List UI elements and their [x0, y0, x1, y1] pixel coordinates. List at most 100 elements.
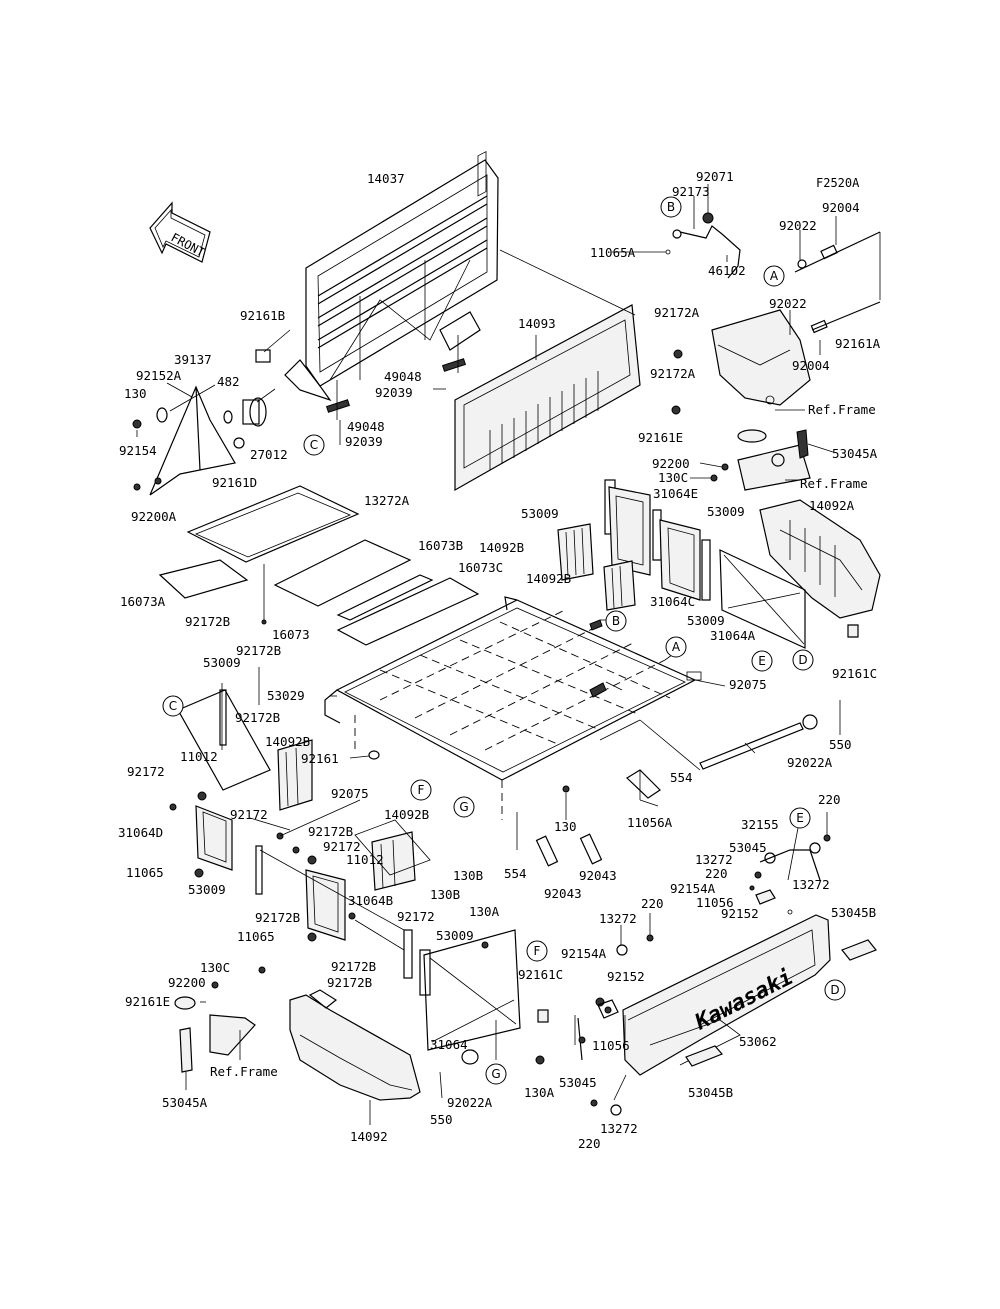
- callout-F-mid: F: [410, 779, 432, 801]
- side-cover-14092: [289, 989, 421, 1125]
- part-label: 92161E: [125, 994, 170, 1009]
- part-label: 16073C: [458, 560, 503, 575]
- part-label: 13272: [695, 852, 733, 867]
- part-label: 14037: [367, 171, 405, 186]
- svg-text:F: F: [534, 944, 541, 958]
- part-label: 92172: [397, 909, 435, 924]
- part-label: 130B: [430, 887, 460, 902]
- part-label: 53062: [739, 1034, 777, 1049]
- part-label: 31064D: [118, 825, 163, 840]
- part-label: 53009: [436, 928, 474, 943]
- front-direction-arrow: FRONT: [149, 201, 211, 263]
- part-label: 92161: [301, 751, 339, 766]
- part-label: 92161A: [835, 336, 881, 351]
- svg-text:D: D: [798, 653, 807, 667]
- part-label: 49048: [347, 419, 385, 434]
- callout-B-bed: B: [605, 610, 627, 632]
- part-label: 130C: [200, 960, 230, 975]
- part-label: 53009: [521, 506, 559, 521]
- part-label: 220: [705, 866, 728, 881]
- part-label: 31064C: [650, 594, 695, 609]
- part-label: 130A: [524, 1085, 555, 1100]
- part-label: 130: [124, 386, 147, 401]
- part-label: 92172A: [654, 305, 700, 320]
- callout-A-bed: A: [665, 636, 687, 658]
- svg-text:C: C: [169, 699, 177, 713]
- svg-text:A: A: [770, 269, 779, 283]
- part-label: Ref.Frame: [808, 402, 876, 417]
- part-label: 550: [829, 737, 852, 752]
- part-label: 53045: [729, 840, 767, 855]
- part-label: 13272: [599, 911, 637, 926]
- part-label: 32155: [741, 817, 779, 832]
- svg-text:G: G: [459, 800, 468, 814]
- part-label: 92022A: [787, 755, 833, 770]
- part-label: 92152: [721, 906, 759, 921]
- part-label: 53009: [707, 504, 745, 519]
- part-label: 482: [217, 374, 240, 389]
- svg-text:E: E: [758, 654, 766, 668]
- part-label: 14092B: [526, 571, 571, 586]
- part-label: 11065: [237, 929, 275, 944]
- part-label: 14092B: [265, 734, 310, 749]
- part-label: 92172B: [331, 959, 376, 974]
- part-labels: 14037 92071 92173 11065A 46102 92004 920…: [118, 169, 881, 1151]
- part-label: 92039: [345, 434, 383, 449]
- part-label: 92004: [792, 358, 830, 373]
- part-label: 92172B: [185, 614, 230, 629]
- svg-text:D: D: [830, 983, 839, 997]
- part-label: 53009: [687, 613, 725, 628]
- tailgate-53062: Kawasaki: [574, 914, 877, 1101]
- part-label: 39137: [174, 352, 212, 367]
- side-frames-upper: [604, 479, 806, 649]
- part-label: 53045B: [688, 1085, 733, 1100]
- callout-C-left: C: [162, 695, 184, 717]
- hinge-bolt-assembly-A: [711, 216, 881, 411]
- part-label: 53029: [267, 688, 305, 703]
- side-frame-31064: [419, 929, 549, 1099]
- part-label: 27012: [250, 447, 288, 462]
- part-label: 11056A: [627, 815, 673, 830]
- part-label: 13272: [600, 1121, 638, 1136]
- part-label: 92075: [729, 677, 767, 692]
- part-label: 92154: [119, 443, 157, 458]
- part-label: 53009: [188, 882, 226, 897]
- part-label: 14092B: [479, 540, 524, 555]
- svg-text:C: C: [310, 438, 318, 452]
- callout-G-mid: G: [453, 796, 475, 818]
- part-label: 92172B: [327, 975, 372, 990]
- pads-14092B-upper: [557, 523, 636, 611]
- part-label: 92172B: [235, 710, 280, 725]
- part-label: 11065A: [590, 245, 636, 260]
- part-label: 14092B: [384, 807, 429, 822]
- part-label: Ref.Frame: [800, 476, 868, 491]
- part-label: 92200: [652, 456, 690, 471]
- part-label: 92200A: [131, 509, 177, 524]
- part-label: 92172: [127, 764, 165, 779]
- part-label: 92043: [579, 868, 617, 883]
- part-label: 92022A: [447, 1095, 493, 1110]
- callout-D-gate: D: [824, 979, 846, 1001]
- part-label: 92172: [230, 807, 268, 822]
- part-label: 16073A: [120, 594, 166, 609]
- part-label: 92004: [822, 200, 860, 215]
- part-label: Ref.Frame: [210, 1064, 278, 1079]
- callout-A-top: A: [763, 265, 785, 287]
- headache-rack-14037: [284, 159, 499, 445]
- rack-mount-parts: [132, 329, 291, 496]
- part-label: 92161E: [638, 430, 683, 445]
- part-label: 92039: [375, 385, 413, 400]
- side-cover-14092A: [759, 499, 881, 638]
- part-label: 13272: [792, 877, 830, 892]
- part-label: 16073B: [418, 538, 463, 553]
- side-frames-lower-left: [169, 667, 431, 979]
- part-label: 92172B: [255, 910, 300, 925]
- part-label: 220: [818, 792, 841, 807]
- part-label: 92173: [672, 184, 710, 199]
- bed-front-panel-14093: [454, 150, 683, 492]
- part-label: 92172B: [236, 643, 281, 658]
- part-label: 31064B: [348, 893, 393, 908]
- part-label: 16073: [272, 627, 310, 642]
- svg-text:E: E: [796, 811, 804, 825]
- part-label: 31064: [430, 1037, 468, 1052]
